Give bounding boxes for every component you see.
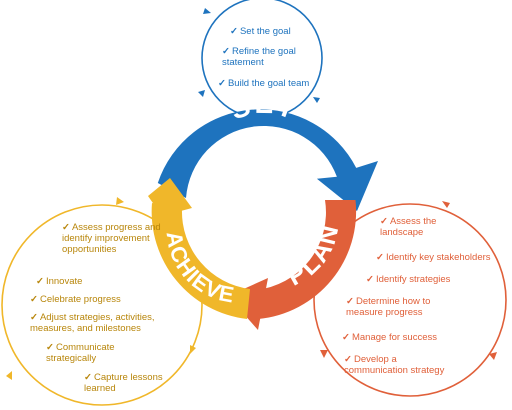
check-icon: ✓ (84, 372, 92, 383)
check-icon: ✓ (46, 342, 54, 353)
plan-segment (255, 200, 357, 319)
achieve-item-4: ✓Adjust strategies, activities, measures… (30, 312, 155, 334)
check-icon: ✓ (218, 78, 226, 89)
plan-item-5: ✓Manage for success (342, 332, 437, 343)
check-icon: ✓ (36, 276, 44, 287)
achieve-item-1: ✓Assess progress and identify improvemen… (62, 222, 161, 255)
plan-outer-circle (313, 203, 507, 397)
achieve-item-5: ✓Communicate strategically (46, 342, 115, 364)
check-icon: ✓ (366, 274, 374, 285)
achieve-label: ACHIEVE (161, 230, 236, 308)
set-item-1: ✓Set the goal (230, 26, 291, 37)
achieve-outer-circle (1, 204, 203, 406)
achieve-circle-arrows (6, 197, 196, 380)
check-icon: ✓ (380, 216, 388, 227)
achieve-item-6: ✓Capture lessons learned (84, 372, 163, 394)
achieve-segment (151, 203, 250, 319)
check-icon: ✓ (30, 294, 38, 305)
check-icon: ✓ (376, 252, 384, 263)
achieve-segment-arrowhead (148, 178, 192, 216)
check-icon: ✓ (230, 26, 238, 37)
plan-item-2: ✓Identify key stakeholders (376, 252, 491, 263)
achieve-item-2: ✓Innovate (36, 276, 83, 287)
set-segment (157, 109, 378, 211)
achieve-item-3: ✓Celebrate progress (30, 294, 121, 305)
check-icon: ✓ (62, 222, 70, 233)
plan-item-4: ✓Determine how to measure progress (346, 296, 431, 318)
check-icon: ✓ (346, 296, 354, 307)
check-icon: ✓ (342, 332, 350, 343)
check-icon: ✓ (222, 46, 230, 57)
plan-item-6: ✓Develop a communication strategy (344, 354, 445, 376)
check-icon: ✓ (30, 312, 38, 323)
check-icon: ✓ (344, 354, 352, 365)
set-circle-arrows (198, 8, 320, 103)
plan-item-3: ✓Identify strategies (366, 274, 451, 285)
set-item-2: ✓Refine the goal statement (222, 46, 296, 68)
plan-item-1: ✓Assess the landscape (380, 216, 437, 238)
set-item-3: ✓Build the goal team (218, 78, 310, 89)
plan-circle-arrows (320, 201, 497, 360)
